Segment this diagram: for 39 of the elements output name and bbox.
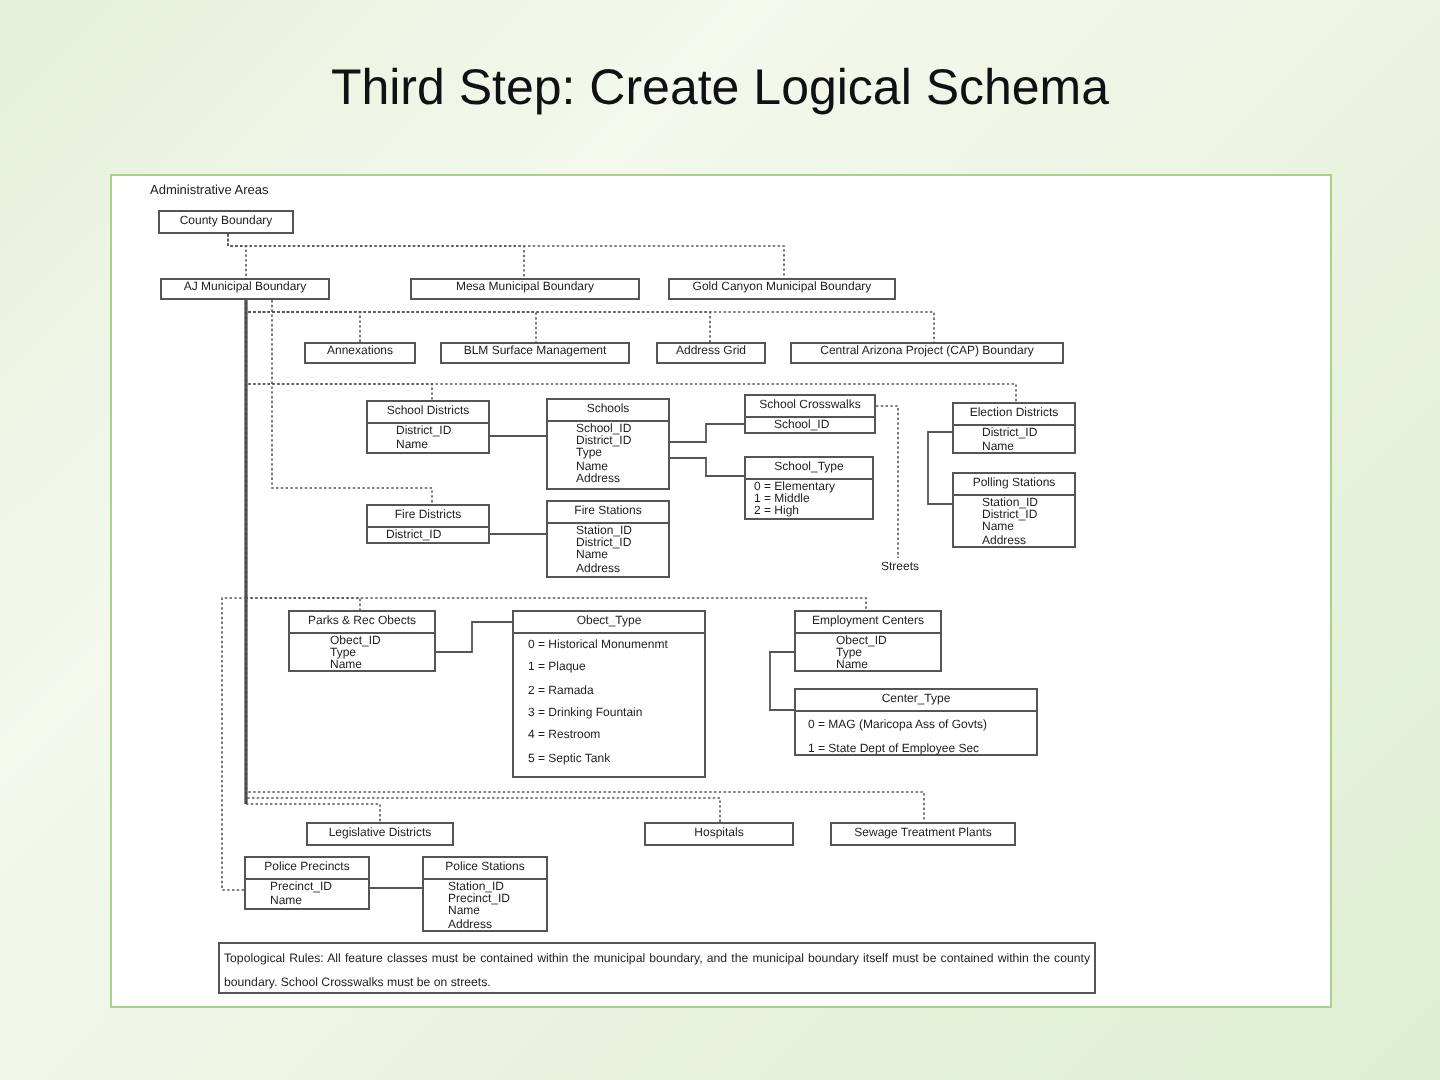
connector xyxy=(435,621,513,653)
table-box xyxy=(794,610,942,672)
feature-class-box xyxy=(644,822,794,846)
slide-title: Third Step: Create Logical Schema xyxy=(328,60,1112,118)
dashed-connector xyxy=(271,299,433,505)
feature-class-box xyxy=(830,822,1016,846)
table-box xyxy=(366,504,490,544)
table-box xyxy=(546,500,670,578)
feature-class-box xyxy=(440,342,630,364)
table-box xyxy=(744,456,874,520)
connector xyxy=(669,423,745,443)
dashed-connector xyxy=(227,233,785,279)
table-box xyxy=(288,610,436,672)
feature-class-box xyxy=(158,210,294,234)
feature-class-box xyxy=(306,822,454,846)
feature-class-box xyxy=(656,342,766,364)
connector xyxy=(489,435,547,437)
connector xyxy=(369,887,423,889)
connector xyxy=(489,533,547,535)
feature-class-box xyxy=(410,278,640,300)
feature-class-box xyxy=(790,342,1064,364)
feature-class-box xyxy=(304,342,416,364)
connector xyxy=(769,651,795,711)
table-box xyxy=(952,472,1076,548)
dashed-connector xyxy=(221,299,247,891)
table-box xyxy=(794,688,1038,756)
connector xyxy=(669,457,745,477)
table-box xyxy=(744,394,876,434)
table-box xyxy=(512,610,706,778)
table-box xyxy=(366,400,490,454)
table-box xyxy=(422,856,548,932)
note-box xyxy=(218,942,1096,994)
dashed-connector xyxy=(875,405,899,559)
table-box xyxy=(952,402,1076,454)
connector xyxy=(927,431,953,505)
table-box xyxy=(244,856,370,910)
feature-class-box xyxy=(668,278,896,300)
feature-class-box xyxy=(160,278,330,300)
table-box xyxy=(546,398,670,490)
